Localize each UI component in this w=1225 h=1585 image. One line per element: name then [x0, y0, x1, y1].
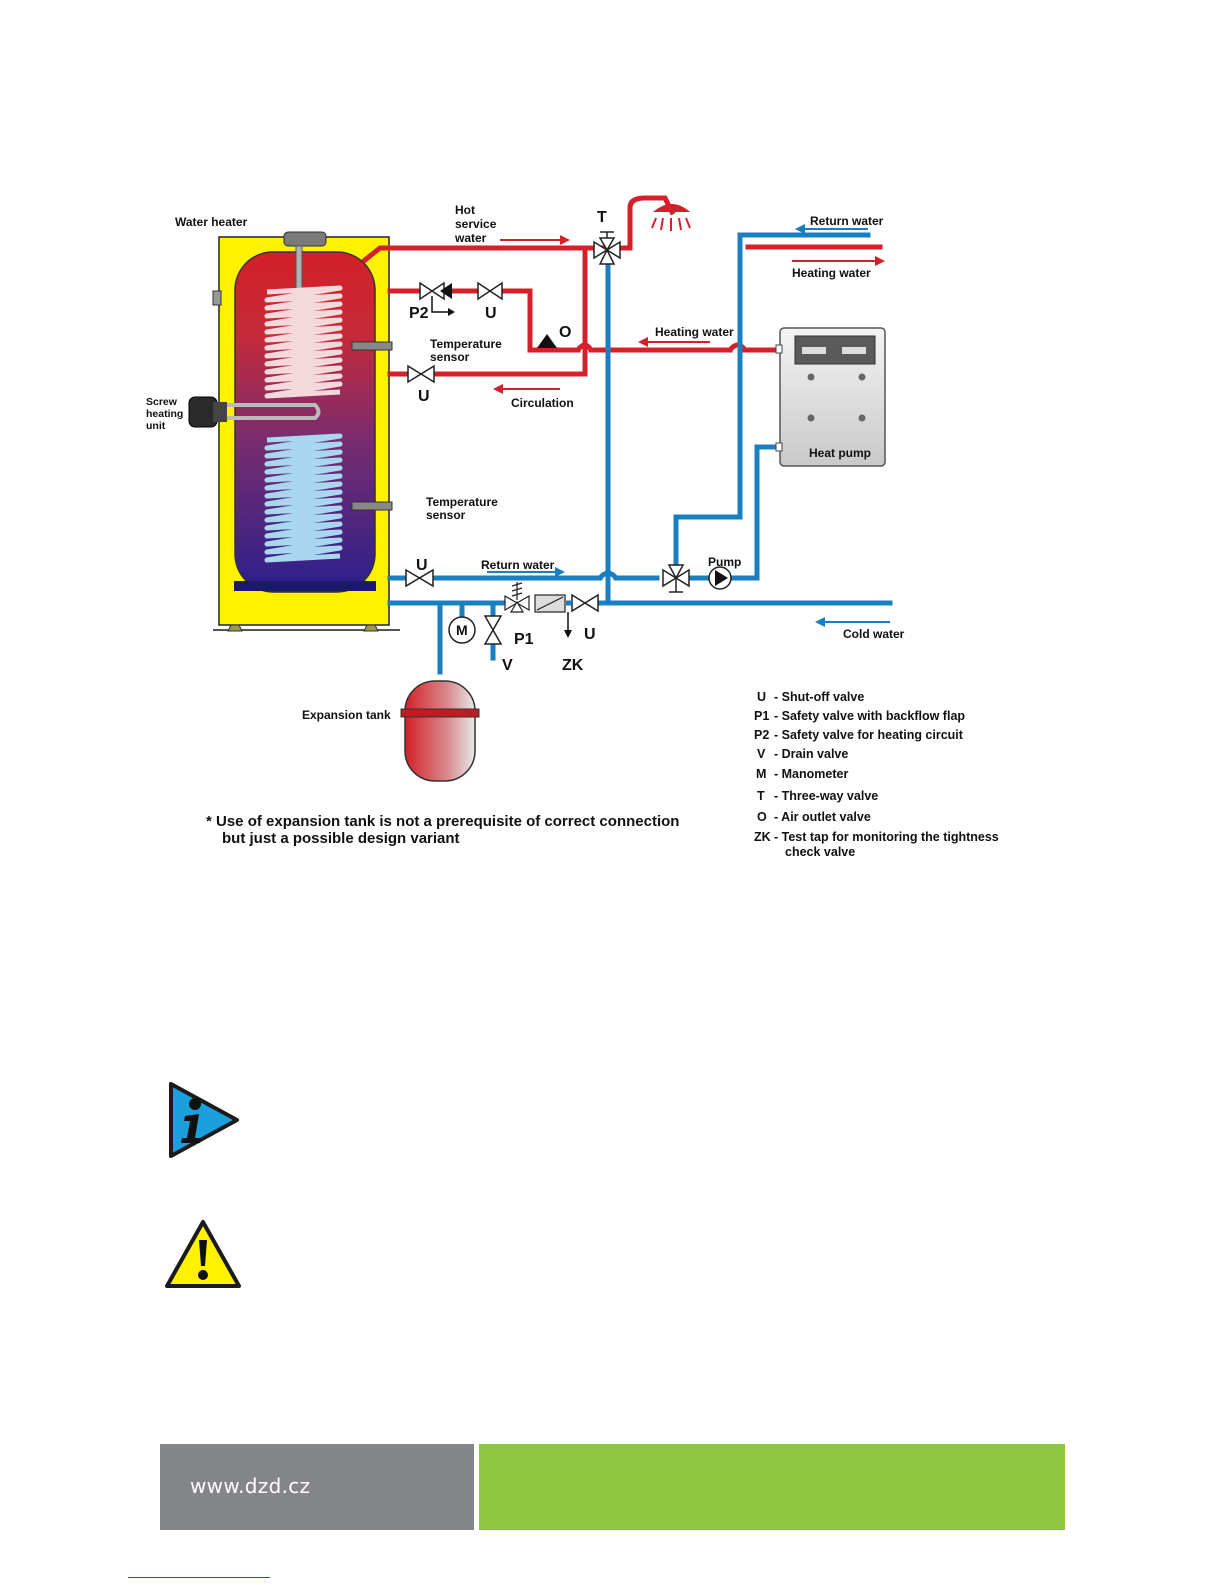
label-screw-3: unit: [146, 420, 166, 432]
label-return-water-top: Return water: [810, 214, 884, 228]
legend: U - Shut-off valve P1 - Safety valve wit…: [754, 690, 999, 859]
pump-icon: [708, 566, 732, 590]
label-t: T: [597, 209, 607, 226]
connection-diagram: Water heater Hot service water T Return …: [146, 195, 999, 859]
legend-code: U: [757, 690, 766, 704]
arrow-heads: [493, 224, 885, 627]
legend-text-cont: check valve: [785, 845, 855, 859]
flow-arrows: [487, 228, 890, 623]
label-return-water-mid: Return water: [481, 558, 555, 572]
label-screw-1: Screw: [146, 396, 178, 408]
label-zk: ZK: [562, 657, 584, 674]
label-water-heater: Water heater: [175, 215, 248, 229]
label-temp-sensor-2b: sensor: [426, 508, 466, 522]
legend-code: O: [757, 810, 767, 824]
manometer: [448, 616, 476, 644]
legend-code: V: [757, 747, 766, 761]
label-u-circ: U: [418, 388, 430, 405]
label-heating-water-mid: Heating water: [655, 325, 734, 339]
water-heater: [188, 231, 400, 632]
info-icon: [169, 1082, 239, 1158]
label-hot-service-water-3: water: [454, 231, 487, 245]
label-u-cold: U: [584, 626, 596, 643]
heat-pump: [775, 327, 886, 467]
label-u-top: U: [485, 305, 497, 322]
legend-text: - Three-way valve: [774, 789, 878, 803]
label-u-return: U: [416, 557, 428, 574]
label-heat-pump: Heat pump: [809, 446, 871, 460]
shower-head-icon: [651, 204, 691, 231]
label-hot-service-water-1: Hot: [455, 203, 475, 217]
label-m: M: [456, 622, 468, 638]
drain-valve: [483, 615, 503, 645]
label-temp-sensor-1b: sensor: [430, 350, 470, 364]
footer-right-panel: [479, 1444, 1065, 1530]
label-v: V: [502, 657, 513, 674]
label-expansion-tank: Expansion tank: [302, 708, 391, 722]
cold-pipes: [387, 232, 893, 675]
shut-off-valves: [405, 281, 599, 613]
label-temp-sensor-1a: Temperature: [430, 337, 502, 351]
legend-code: M: [756, 767, 766, 781]
three-way-valve-pump: [662, 564, 690, 593]
footer-url[interactable]: www.dzd.cz: [190, 1474, 311, 1498]
legend-text: - Air outlet valve: [774, 810, 871, 824]
legend-text: - Manometer: [774, 767, 848, 781]
legend-text: - Shut-off valve: [774, 690, 864, 704]
safety-valve-p1: [504, 582, 572, 638]
warning-icon: [165, 1220, 241, 1288]
air-outlet-valve: [537, 334, 557, 348]
label-screw-2: heating: [146, 408, 183, 420]
label-cold-water: Cold water: [843, 627, 905, 641]
expansion-tank: [400, 680, 480, 782]
note-line-2: but just a possible design variant: [222, 830, 460, 847]
legend-code: P2: [754, 728, 769, 742]
three-way-valve-t: [593, 231, 621, 265]
label-p2: P2: [409, 305, 429, 322]
legend-text: - Safety valve with backflow flap: [774, 709, 965, 723]
label-temp-sensor-2a: Temperature: [426, 495, 498, 509]
safety-valve-p2: [419, 281, 455, 316]
legend-code: T: [757, 789, 765, 803]
legend-code: P1: [754, 709, 769, 723]
legend-text: - Drain valve: [774, 747, 848, 761]
label-p1: P1: [514, 631, 534, 648]
legend-text: - Test tap for monitoring the tightness: [774, 830, 999, 844]
label-heating-water-top: Heating water: [792, 266, 871, 280]
label-pump: Pump: [708, 555, 741, 569]
legend-code: ZK: [754, 830, 771, 844]
footer-left-panel: www.dzd.cz: [160, 1444, 474, 1530]
legend-text: - Safety valve for heating circuit: [774, 728, 964, 742]
label-o: O: [559, 324, 571, 341]
bottom-rule: [128, 1577, 270, 1578]
hot-pipes: [361, 195, 883, 377]
note-line-1: * Use of expansion tank is not a prerequ…: [206, 813, 679, 830]
label-hot-service-water-2: service: [455, 217, 497, 231]
label-circulation: Circulation: [511, 396, 574, 410]
